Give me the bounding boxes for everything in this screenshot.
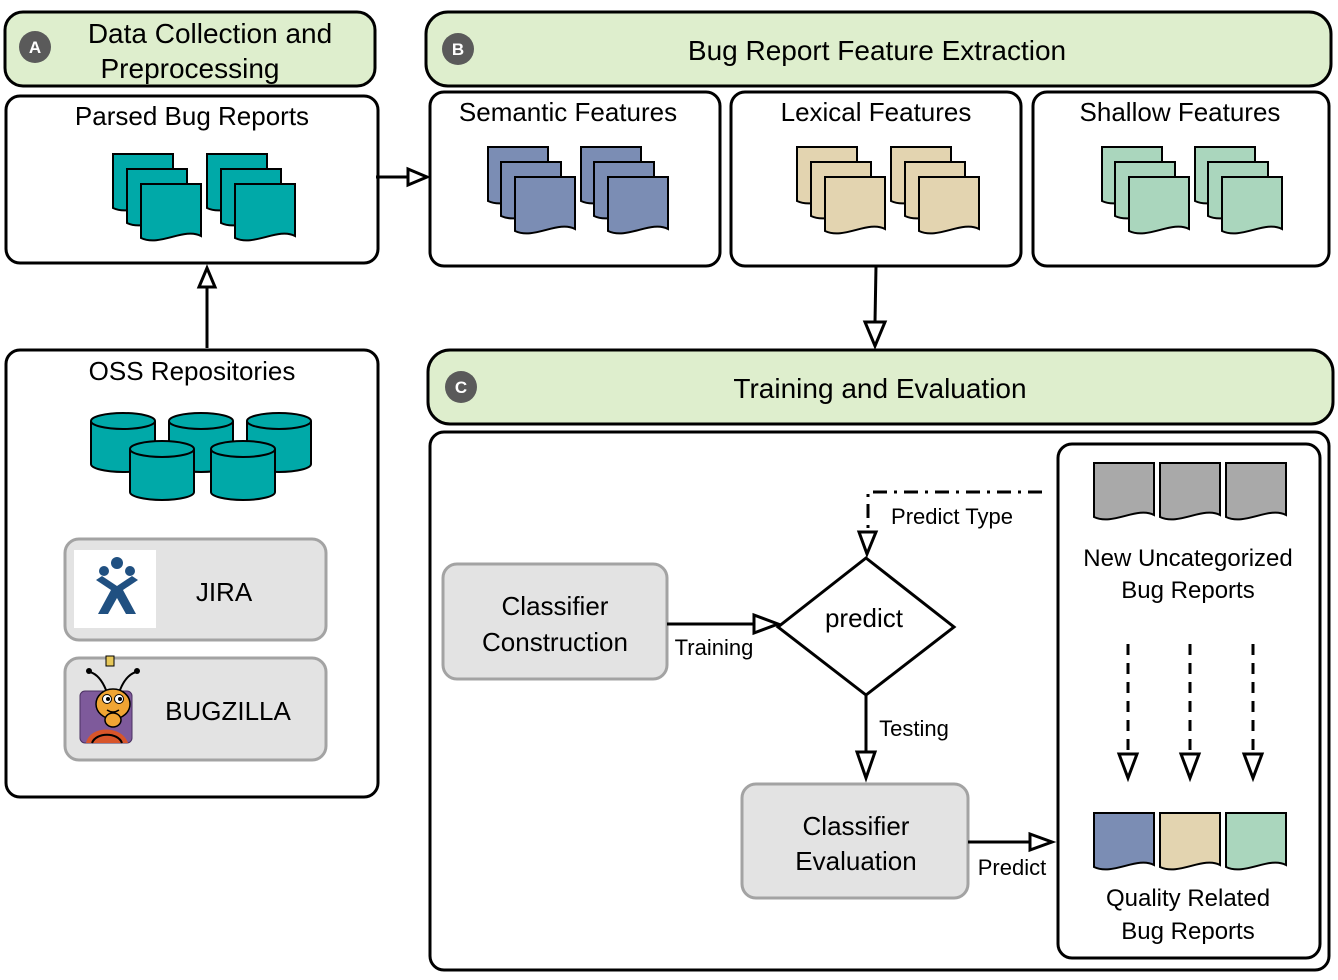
new-uncategorized-line2: Bug Reports bbox=[1121, 577, 1254, 604]
arrow-features-to-training bbox=[862, 265, 888, 350]
section-a-header bbox=[3, 10, 377, 88]
quality-related-documents-icon bbox=[1093, 812, 1287, 871]
arrow-repos-to-parsed bbox=[196, 264, 218, 348]
jira-logo-icon bbox=[74, 550, 156, 628]
new-uncategorized-line1: New Uncategorized bbox=[1083, 545, 1292, 572]
edge-label-predict: Predict bbox=[978, 855, 1046, 880]
jira-label: JIRA bbox=[196, 577, 253, 607]
classifier-evaluation-line2: Evaluation bbox=[795, 846, 916, 876]
section-c-header bbox=[426, 348, 1335, 426]
arrow-testing bbox=[854, 695, 878, 783]
classifier-evaluation-box bbox=[740, 782, 970, 900]
parsed-bug-reports-title: Parsed Bug Reports bbox=[75, 101, 309, 131]
badge-c-label: C bbox=[455, 378, 467, 397]
badge-a bbox=[19, 31, 51, 63]
section-b-title: Bug Report Feature Extraction bbox=[688, 35, 1066, 66]
bugzilla-label: BUGZILLA bbox=[165, 696, 291, 726]
section-b-header bbox=[424, 10, 1333, 88]
arrow-training bbox=[667, 612, 783, 636]
arrow-parsed-to-features bbox=[376, 166, 431, 188]
lexical-features-title: Lexical Features bbox=[781, 97, 972, 127]
classifier-construction-line2: Construction bbox=[482, 627, 628, 657]
badge-b bbox=[442, 33, 474, 65]
edge-label-testing: Testing bbox=[879, 716, 949, 741]
section-a-title-line1: Data Collection and bbox=[88, 18, 332, 49]
quality-related-line2: Bug Reports bbox=[1121, 918, 1254, 945]
badge-b-label: B bbox=[452, 40, 464, 59]
classifier-evaluation-line1: Classifier bbox=[803, 811, 910, 841]
quality-related-line1: Quality Related bbox=[1106, 885, 1270, 912]
predict-label: predict bbox=[825, 603, 904, 633]
bugzilla-ant-icon bbox=[79, 655, 140, 744]
badge-c bbox=[445, 371, 477, 403]
badge-a-label: A bbox=[29, 38, 41, 57]
edge-label-training: Training bbox=[675, 635, 754, 660]
categorization-arrows bbox=[1116, 644, 1265, 783]
section-b: B Bug Report Feature Extraction Semantic… bbox=[376, 10, 1333, 350]
classifier-construction-box bbox=[441, 562, 669, 681]
section-c: C Training and Evaluation Classifier Con… bbox=[426, 348, 1335, 972]
arrow-predict-type bbox=[856, 490, 1042, 559]
uncategorized-documents-icon bbox=[1093, 462, 1287, 521]
section-c-title: Training and Evaluation bbox=[733, 373, 1026, 404]
classifier-construction-line1: Classifier bbox=[502, 591, 609, 621]
oss-repositories-title: OSS Repositories bbox=[89, 356, 296, 386]
shallow-features-title: Shallow Features bbox=[1080, 97, 1281, 127]
arrow-predict bbox=[968, 831, 1057, 853]
semantic-features-title: Semantic Features bbox=[459, 97, 677, 127]
section-a-title-line2: Preprocessing bbox=[101, 53, 280, 84]
edge-label-predict-type: Predict Type bbox=[891, 504, 1013, 529]
section-a: A Data Collection and Preprocessing Pars… bbox=[3, 10, 380, 799]
